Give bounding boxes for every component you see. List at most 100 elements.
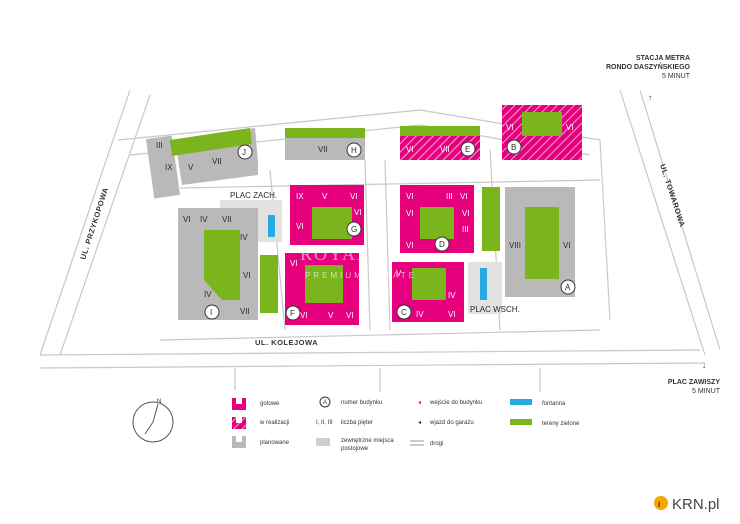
building-j[interactable]: III IX V VII J [145, 128, 258, 199]
svg-text:w realizacji: w realizacji [259, 420, 289, 426]
plac-zach-label: PLAC ZACH. [230, 191, 277, 200]
svg-text:numer budynku: numer budynku [341, 400, 382, 406]
floors-label: VI [243, 271, 251, 280]
building-c[interactable]: V IV IV VI C [392, 262, 464, 322]
legend-green: tereny zielone [510, 419, 580, 427]
floors-label: V [396, 269, 402, 278]
building-i[interactable]: VI IV VII IV VI IV VII I [178, 208, 258, 320]
watermark: ROYAL [300, 244, 370, 264]
fountain [268, 215, 275, 237]
floors-label: IV [200, 215, 208, 224]
floors-label: VI [462, 209, 470, 218]
building-number: D [439, 240, 445, 249]
floors-label: VII [212, 157, 222, 166]
building-a[interactable]: VIII VI A [505, 187, 576, 297]
floors-label: IX [296, 192, 304, 201]
building-number: I [210, 308, 212, 317]
krn-logo[interactable]: i KRN.pl [654, 496, 720, 513]
floors-label: VI [506, 123, 514, 132]
svg-text:gotowe: gotowe [260, 401, 280, 407]
floors-label: III [156, 141, 163, 150]
floors-label: V [328, 311, 334, 320]
svg-text:liczba pięter: liczba pięter [341, 420, 373, 426]
arrow-up-icon: ↑ [648, 93, 652, 102]
building-number: C [401, 308, 407, 317]
building-e[interactable]: VI VII E [400, 126, 480, 160]
floors-label: VI [350, 192, 358, 201]
svg-text:tereny zielone: tereny zielone [542, 421, 580, 427]
floors-label: VI [296, 222, 304, 231]
building-f[interactable]: VI VI V VI F [285, 253, 359, 325]
green-area [260, 255, 278, 313]
building-h[interactable]: VII H [285, 128, 365, 160]
building-g[interactable]: IX V VI VI VI G [290, 185, 364, 245]
svg-text:drogi: drogi [430, 441, 443, 447]
legend-garage: ◂ wjazd do garażu [418, 420, 474, 426]
svg-text:STACJA METRA: STACJA METRA [636, 55, 690, 62]
svg-text:zewnętrzne miejsca: zewnętrzne miejsca [341, 438, 394, 444]
building-b[interactable]: VI VI B [502, 105, 582, 160]
floors-label: VI [406, 145, 414, 154]
floors-label: IV [204, 290, 212, 299]
legend-building-number: A numer budynku [319, 396, 382, 408]
legend: gotowe w realizacji planowane A numer bu… [232, 396, 580, 452]
svg-text:wejście do budynku: wejście do budynku [429, 400, 482, 406]
floors-label: IV [240, 233, 248, 242]
building-number: A [565, 283, 571, 292]
building-d[interactable]: VI III VI VI VI VI III D [400, 185, 474, 253]
floors-label: VII [240, 307, 250, 316]
floors-label: III [462, 225, 469, 234]
svg-text:A: A [323, 400, 327, 406]
floors-label: V [188, 163, 194, 172]
floors-label: VIII [509, 241, 521, 250]
floors-label: VI [460, 192, 468, 201]
svg-text:I, II, III: I, II, III [316, 420, 333, 426]
entrance-arrow-icon: ◂ [418, 400, 421, 406]
floors-label: VI [354, 208, 362, 217]
legend-in-progress: w realizacji [232, 417, 289, 429]
svg-text:KRN.pl: KRN.pl [672, 496, 720, 513]
floors-label: VI [406, 209, 414, 218]
floors-label: VII [440, 145, 450, 154]
building-number: E [465, 145, 470, 154]
plac-zawiszy-label: ↓ PLAC ZAWISZY 5 MINUT [668, 361, 721, 395]
building-number: H [351, 146, 357, 155]
building-number: J [242, 148, 246, 157]
svg-text:postojowe: postojowe [341, 446, 369, 452]
svg-text:5 MINUT: 5 MINUT [692, 388, 721, 395]
floors-label: VI [566, 123, 574, 132]
svg-text:RONDO DASZYŃSKIEGO: RONDO DASZYŃSKIEGO [606, 62, 691, 71]
building-number: G [351, 225, 357, 234]
floors-label: VI [290, 259, 298, 268]
floors-label: VI [300, 311, 308, 320]
svg-text:fontanna: fontanna [542, 401, 566, 407]
metro-station-label: STACJA METRA RONDO DASZYŃSKIEGO 5 MINUT … [606, 55, 691, 102]
floors-label: IV [448, 291, 456, 300]
legend-roads: drogi [410, 440, 443, 447]
arrow-down-icon: ↓ [702, 361, 706, 370]
fountain [480, 268, 487, 300]
floors-label: IX [165, 163, 173, 172]
legend-fountain: fontanna [510, 399, 566, 407]
svg-text:wjazd do garażu: wjazd do garażu [429, 420, 474, 426]
svg-text:planowane: planowane [260, 440, 290, 446]
floors-label: VI [406, 241, 414, 250]
legend-floors: I, II, III liczba pięter [316, 420, 373, 426]
street-kolejowa: UL. KOLEJOWA [255, 338, 318, 347]
plac-wsch: PLAC WSCH. [468, 262, 520, 314]
floors-label: V [322, 192, 328, 201]
compass: N [132, 399, 174, 443]
floors-label: VI [406, 192, 414, 201]
floors-label: VII [222, 215, 232, 224]
legend-planned: planowane [232, 436, 290, 448]
floors-label: IV [416, 310, 424, 319]
legend-ready: gotowe [232, 398, 280, 410]
floors-label: VI [346, 311, 354, 320]
building-number: F [290, 309, 295, 318]
compass-north: N [157, 399, 161, 405]
floors-label: VI [448, 310, 456, 319]
legend-entrance: ◂ wejście do budynku [418, 400, 482, 406]
svg-text:PLAC ZAWISZY: PLAC ZAWISZY [668, 379, 720, 386]
